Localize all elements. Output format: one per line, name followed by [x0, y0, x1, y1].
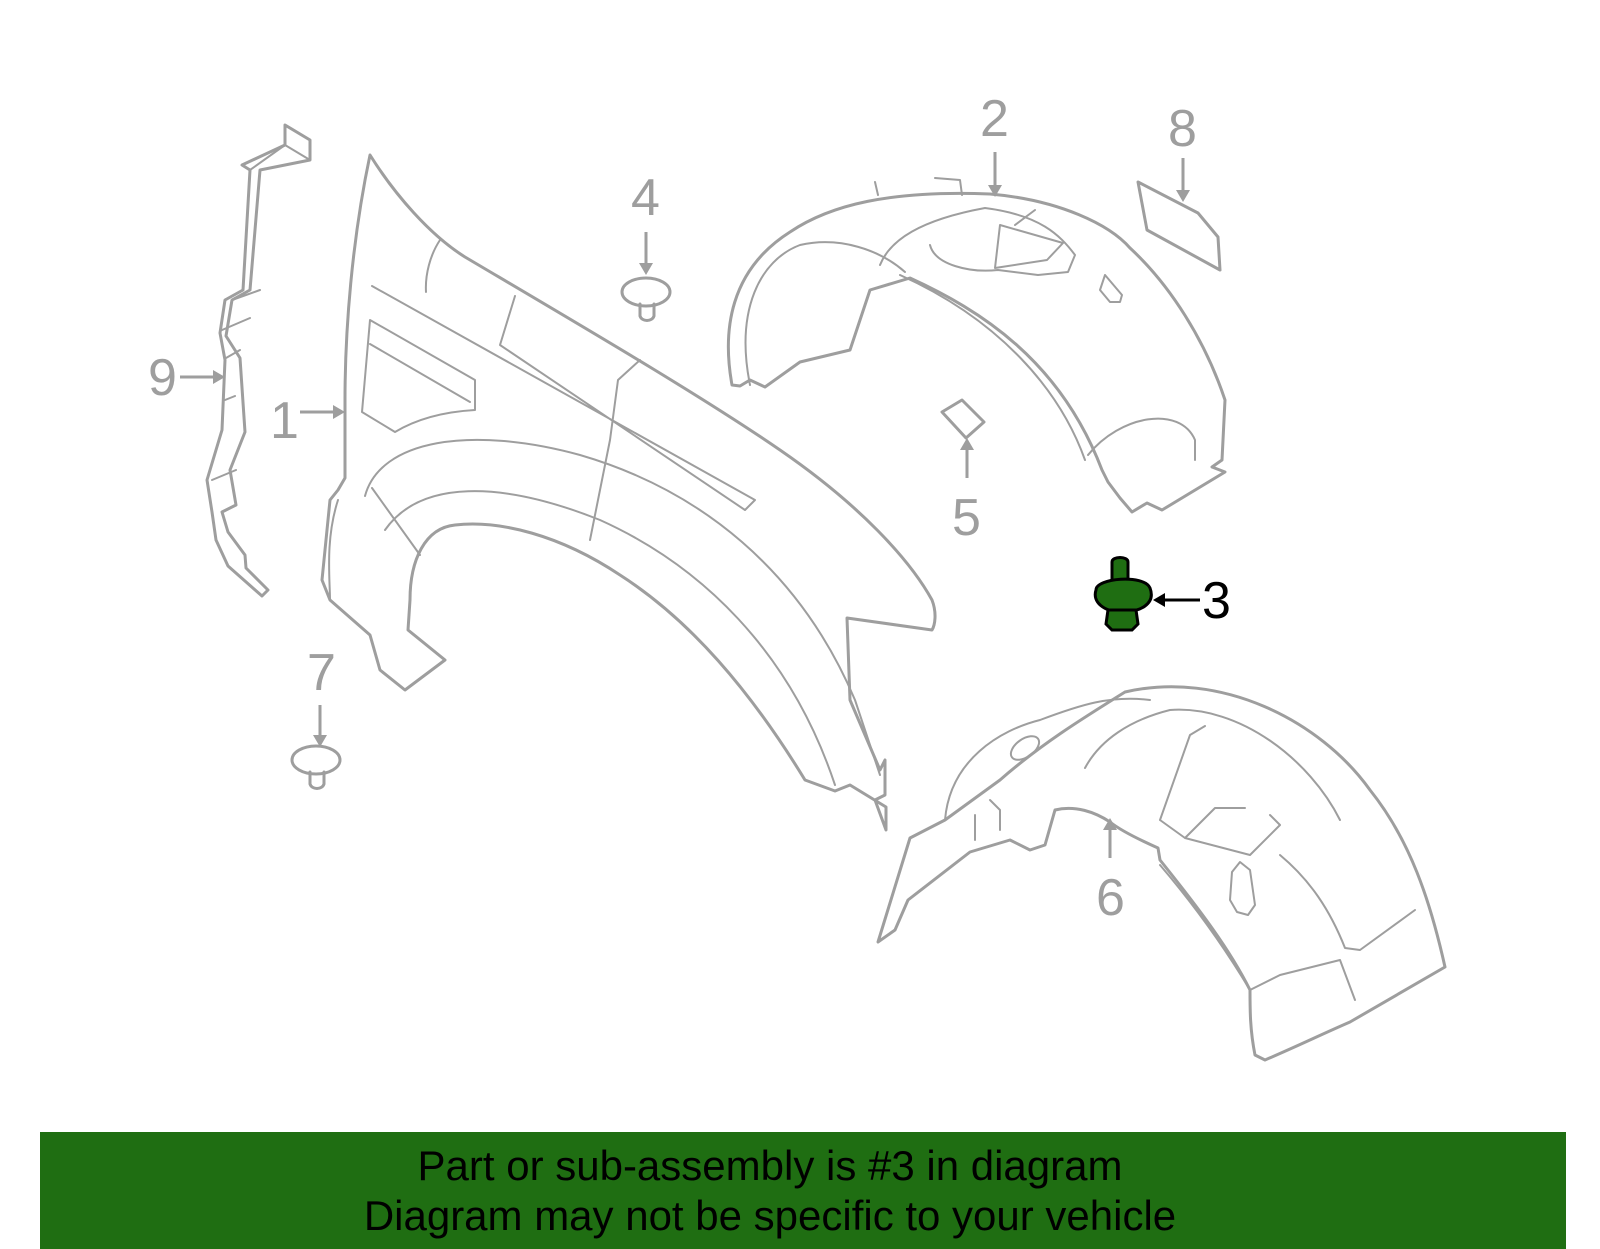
- part-2-fender-liner: [726, 177, 1227, 514]
- svg-text:8: 8: [1168, 100, 1197, 158]
- svg-text:4: 4: [631, 169, 660, 227]
- callout-9[interactable]: 9: [148, 349, 225, 407]
- svg-text:7: 7: [307, 644, 336, 702]
- callout-5[interactable]: 5: [952, 438, 981, 547]
- svg-text:1: 1: [270, 392, 299, 450]
- callout-3[interactable]: 3: [1153, 572, 1231, 630]
- svg-text:3: 3: [1202, 572, 1231, 630]
- part-9-fender-bracket: [205, 123, 312, 598]
- part-8-shield: [1136, 180, 1222, 272]
- callout-1[interactable]: 1: [270, 392, 345, 450]
- part-7-clip: [290, 744, 342, 790]
- callout-7[interactable]: 7: [307, 644, 336, 747]
- svg-text:9: 9: [148, 349, 177, 407]
- callout-2[interactable]: 2: [980, 90, 1009, 197]
- svg-text:6: 6: [1096, 869, 1125, 927]
- part-3-fastener[interactable]: [1093, 556, 1153, 632]
- banner-part-note: Part or sub-assembly is #3 in diagram: [417, 1142, 1123, 1189]
- part-1-front-fender: [320, 153, 937, 832]
- parts-diagram: 1 2 3 4 5 6 7 8: [148, 90, 1447, 1062]
- part-4-clip: [620, 276, 672, 322]
- callout-8[interactable]: 8: [1168, 100, 1197, 202]
- svg-text:5: 5: [952, 489, 981, 547]
- info-banner: Part or sub-assembly is #3 in diagram Di…: [40, 1132, 1566, 1249]
- part-5-seal: [940, 398, 986, 440]
- callout-4[interactable]: 4: [631, 169, 660, 275]
- part-6-splash-liner: [876, 685, 1447, 1062]
- svg-text:2: 2: [980, 90, 1009, 148]
- callout-6[interactable]: 6: [1096, 818, 1125, 927]
- banner-disclaimer: Diagram may not be specific to your vehi…: [363, 1192, 1177, 1239]
